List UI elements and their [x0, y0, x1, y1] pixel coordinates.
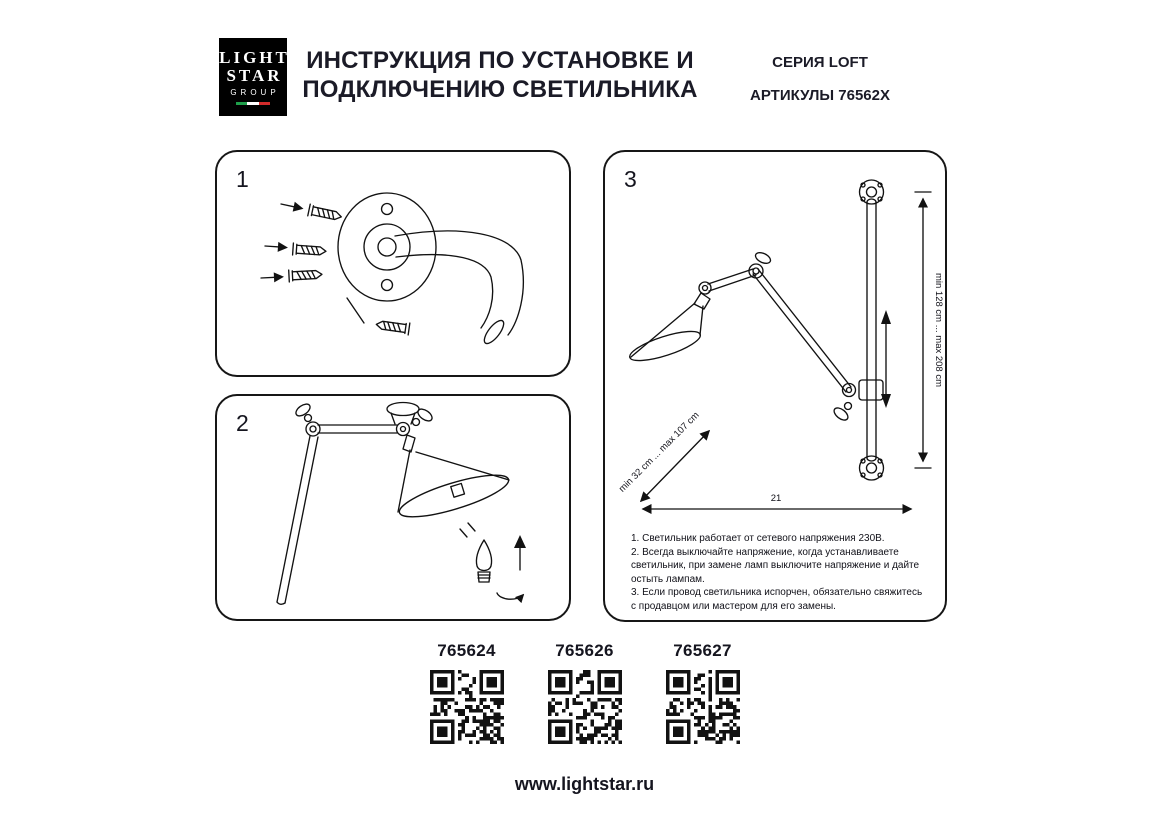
vertical-dimension-label: min 128 cm ... max 208 cm: [933, 273, 944, 387]
title-line-2: ПОДКЛЮЧЕНИЮ СВЕТИЛЬНИКА: [302, 76, 698, 104]
article-code: 765626: [555, 641, 614, 660]
product-list: 765624 765626 765627: [426, 641, 744, 744]
step-3-panel: 3: [603, 150, 947, 622]
safety-note-2: 2. Всегда выключайте напряжение, когда у…: [631, 546, 920, 585]
step-2-number: 2: [236, 410, 249, 436]
installed-lamp-diagram: min 128 cm ... max 208 cm min 32 cm ... …: [617, 179, 944, 515]
article-code: 765624: [437, 641, 496, 660]
width-dimension-label: 21: [771, 493, 782, 504]
italy-flag-stripe: [236, 101, 270, 105]
title-line-1: ИНСТРУКЦИЯ ПО УСТАНОВКЕ И: [306, 47, 694, 74]
step-1-number: 1: [236, 166, 249, 192]
safety-note-1: 1. Светильник работает от сетевого напря…: [631, 533, 885, 544]
page-title: ИНСТРУКЦИЯ ПО УСТАНОВКЕ И ПОДКЛЮЧЕНИЮ СВ…: [295, 46, 705, 105]
step-1-panel: 1: [215, 150, 571, 377]
step-2-panel: 2: [215, 394, 571, 621]
website-url: www.lightstar.ru: [514, 774, 655, 794]
qr-code: [547, 670, 622, 744]
logo-text: LIGHT STAR: [216, 49, 290, 85]
article-code: 765627: [673, 641, 732, 660]
logo-line-star: STAR: [226, 66, 283, 85]
logo-group-text: GROUP: [230, 87, 280, 97]
mounting-plate-diagram: [260, 192, 525, 345]
articles-label: АРТИКУЛЫ 76562X: [750, 87, 890, 104]
product-item-765626: 765626: [544, 641, 626, 744]
lightstar-logo: LIGHT STAR GROUP: [219, 38, 287, 116]
series-label: СЕРИЯ LOFT: [772, 54, 868, 71]
product-item-765624: 765624: [426, 641, 508, 744]
safety-note-3: 3. Если провод светильника испорчен, обя…: [631, 587, 923, 612]
safety-notes: 1. Светильник работает от сетевого напря…: [631, 532, 927, 613]
series-info: СЕРИЯ LOFT АРТИКУЛЫ 76562X: [705, 54, 935, 104]
lamp-assembly-diagram: [276, 401, 526, 605]
product-item-765627: 765627: [662, 641, 744, 744]
footer: www.lightstar.ru: [0, 774, 1169, 795]
step-3-number: 3: [624, 166, 637, 192]
logo-line-light: LIGHT: [219, 48, 290, 68]
qr-code: [665, 670, 740, 744]
qr-code: [429, 670, 504, 744]
